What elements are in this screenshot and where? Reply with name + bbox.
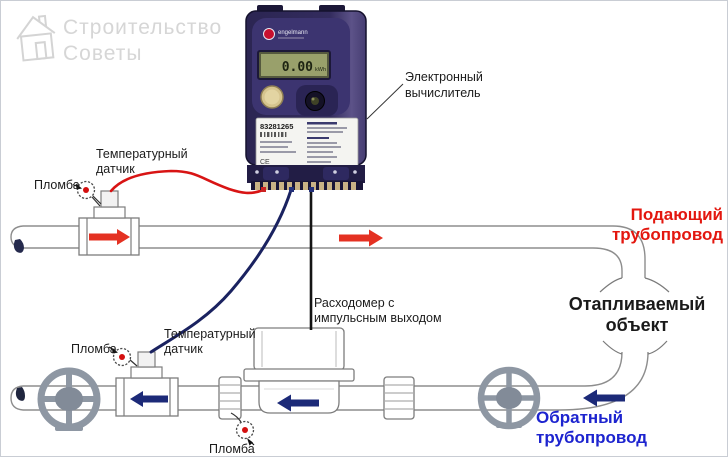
terminal-block [247,165,365,192]
pipe-end-drop [15,387,25,401]
cable-red-sensor-top [109,169,265,195]
heated-object-line2: объект [605,315,669,335]
seal-bottom-center-icon [230,412,255,446]
meter-base [243,368,355,382]
seal-bottom-left-icon [108,346,132,367]
device-label: 83281265 CE [255,117,359,169]
serial-number: 83281265 [260,122,293,131]
seal-bottom-center-label: Пломба [209,442,255,456]
temp-sensor-top [78,190,140,256]
return-pipe-label: Обратный трубопровод [536,408,648,447]
pipe-end-drop [13,239,24,253]
calculator-label-line2: вычислитель [405,86,481,100]
cable-navy-sensor-bottom [149,188,293,354]
heated-object-line1: Отапливаемый [568,294,706,314]
calculator-label: Электронный вычислитель [405,69,483,101]
supply-pipe [10,225,646,278]
return-arrow-meter [277,394,319,412]
watermark-line1: Строительство [63,16,223,39]
watermark-text: Строительство Советы [63,15,222,67]
heated-object-ellipse [599,277,670,355]
return-arrow-right [583,389,625,407]
flow-meter-label: Расходомер с импульсным выходом [314,296,442,326]
seal-bottom-left-label: Пломба [71,342,117,356]
temp-sensor-top-line2: датчик [96,162,135,176]
lcd-value: 0.00 [282,60,313,75]
lcd-unit: kWh [315,67,326,73]
watermark-line2: Советы [63,42,143,65]
heated-object-label: Отапливаемый объект [561,294,713,336]
supply-pipe-label: Подающий трубопровод [611,205,723,244]
return-flow-arrows [130,389,625,412]
valve-wheel-right [477,366,541,430]
coupling-left [218,376,242,420]
temp-sensor-top-label: Температурный датчик [96,147,188,177]
seal-top-label: Пломба [34,178,80,192]
meter-cylinder [253,327,345,371]
flow-meter-label-line1: Расходомер с [314,296,395,310]
supply-arrow-mid [339,229,383,247]
coupling-right [383,376,415,420]
supply-flow-arrows [89,229,383,247]
seal-top-icon [72,180,102,205]
calculator-leader-line [366,83,404,120]
temp-sensor-bottom [115,351,179,417]
return-arrow-tee [130,391,168,407]
ce-mark: CE [260,159,270,166]
temp-sensor-bottom-line1: Температурный [164,327,256,341]
meter-bowl [258,380,340,414]
brand-logo: engelmann [263,28,308,40]
supply-arrow-tee [89,229,130,245]
heat-calculator-device: engelmann 0.00 kWh 83281265 [245,5,367,192]
watermark: Строительство Советы [11,9,221,68]
calculator-label-line1: Электронный [405,70,483,84]
temp-sensor-bottom-line2: датчик [164,342,203,356]
flow-meter-label-line2: импульсным выходом [314,311,442,325]
house-icon [16,14,56,62]
optical-port [305,91,325,111]
brand-text: engelmann [278,30,308,36]
valve-wheel-left [37,367,101,431]
lcd-display: 0.00 kWh [257,50,331,80]
flow-meter [218,327,415,420]
temp-sensor-bottom-label: Температурный датчик [164,327,256,357]
temp-sensor-top-line1: Температурный [96,147,188,161]
